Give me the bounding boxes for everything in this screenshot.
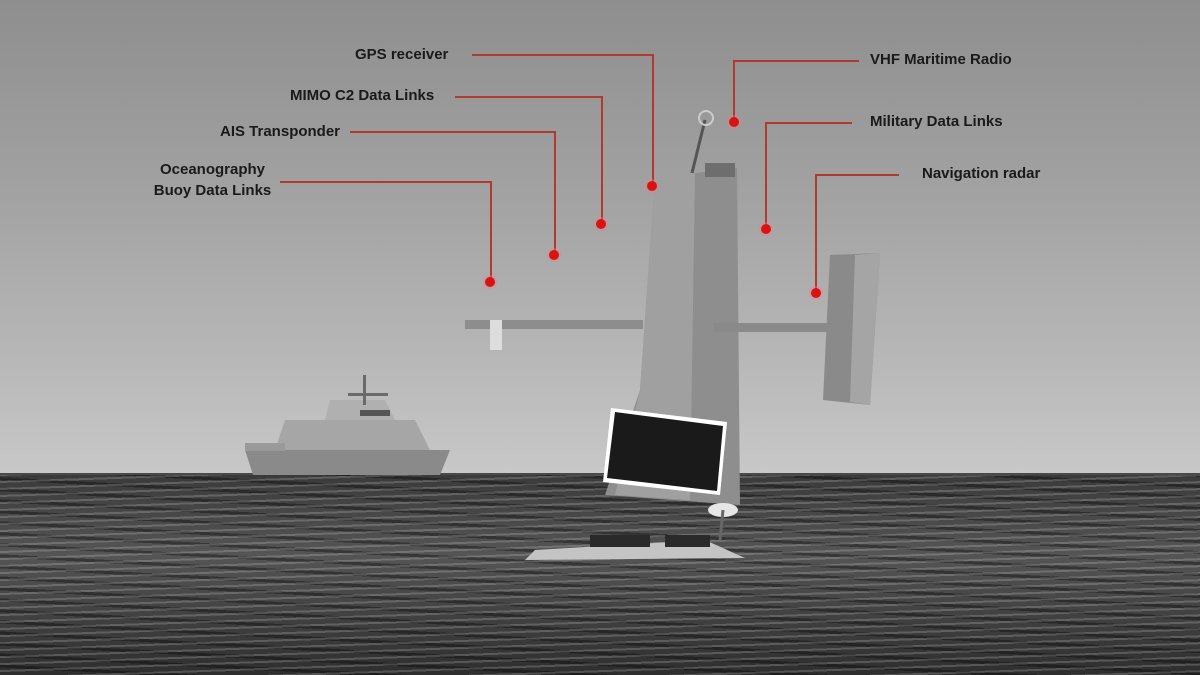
marker-dot-oceanography bbox=[485, 277, 495, 287]
label-line-2: Buoy Data Links bbox=[153, 182, 272, 199]
marker-dot-ais bbox=[549, 250, 559, 260]
leader-line-vhf bbox=[733, 60, 859, 124]
label-oceanography-buoy-data-links: Oceanography Buoy Data Links bbox=[150, 159, 275, 201]
leader-line-ais bbox=[350, 131, 556, 257]
saildrone-vessel bbox=[465, 110, 880, 560]
label-mimo-c2-data-links: MIMO C2 Data Links bbox=[290, 87, 435, 104]
marker-dot-mimo bbox=[596, 219, 606, 229]
leader-line-radar bbox=[815, 174, 899, 294]
label-gps-receiver: GPS receiver bbox=[355, 46, 449, 63]
label-ais-transponder: AIS Transponder bbox=[220, 123, 341, 140]
label-navigation-radar: Navigation radar bbox=[922, 165, 1041, 182]
horizon-line bbox=[0, 473, 1200, 475]
label-vhf-maritime-radio: VHF Maritime Radio bbox=[870, 51, 1012, 68]
ocean-surface bbox=[0, 474, 1200, 675]
leader-line-oceanography bbox=[280, 181, 492, 284]
leader-line-mimo bbox=[455, 96, 603, 226]
marker-dot-radar bbox=[811, 288, 821, 298]
warship-silhouette bbox=[245, 375, 450, 475]
label-line-1: Oceanography bbox=[159, 161, 266, 178]
marker-dot-vhf bbox=[729, 117, 739, 127]
marker-dot-gps bbox=[647, 181, 657, 191]
leader-line-gps bbox=[472, 54, 654, 188]
marker-dot-military bbox=[761, 224, 771, 234]
label-military-data-links: Military Data Links bbox=[870, 113, 1003, 130]
leader-line-military bbox=[765, 122, 852, 231]
